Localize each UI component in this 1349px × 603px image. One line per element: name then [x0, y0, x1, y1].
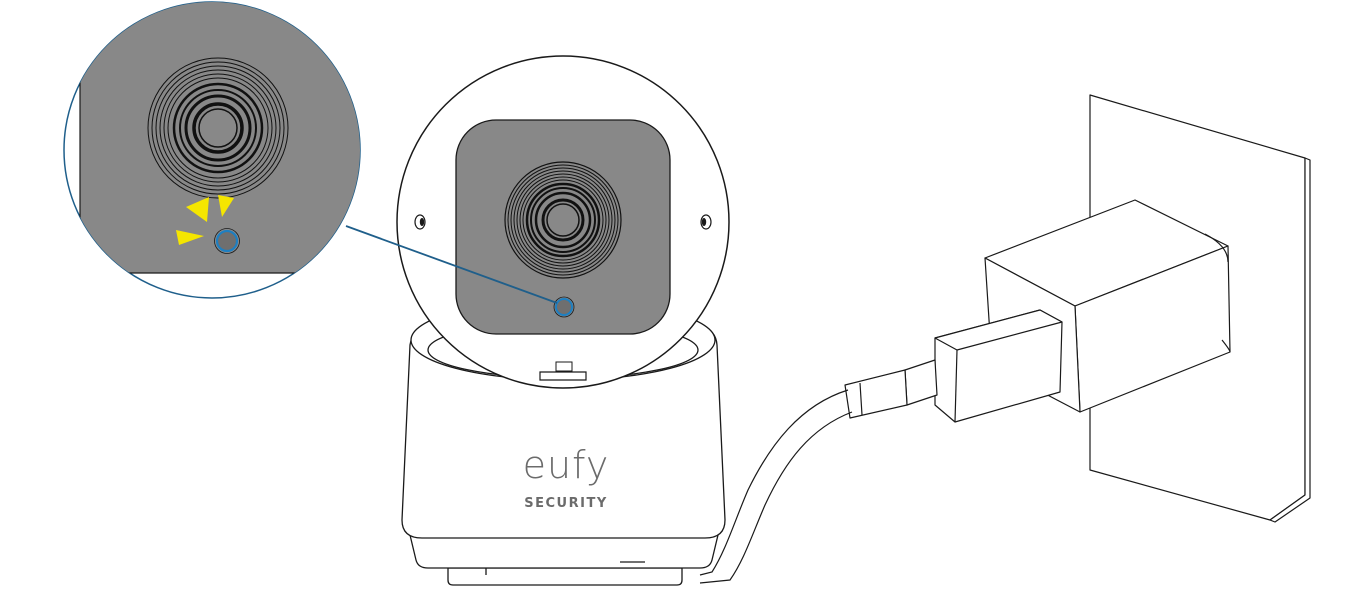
left-screw-icon — [414, 214, 426, 230]
brand-subtext: SECURITY — [524, 496, 607, 511]
blinking-indicator-icon — [176, 195, 234, 245]
zoomed-lens — [147, 57, 289, 199]
zoomed-status-led-icon — [215, 229, 239, 253]
callout-line — [345, 225, 558, 304]
brand-logo: eufy — [523, 443, 610, 487]
camera-head — [396, 55, 730, 389]
camera-lens — [504, 161, 622, 279]
right-screw-icon — [700, 214, 712, 230]
usb-cable — [699, 389, 853, 584]
zoom-detail-view — [63, 1, 361, 299]
usb-plug — [844, 309, 1063, 423]
status-led-icon — [555, 298, 573, 316]
